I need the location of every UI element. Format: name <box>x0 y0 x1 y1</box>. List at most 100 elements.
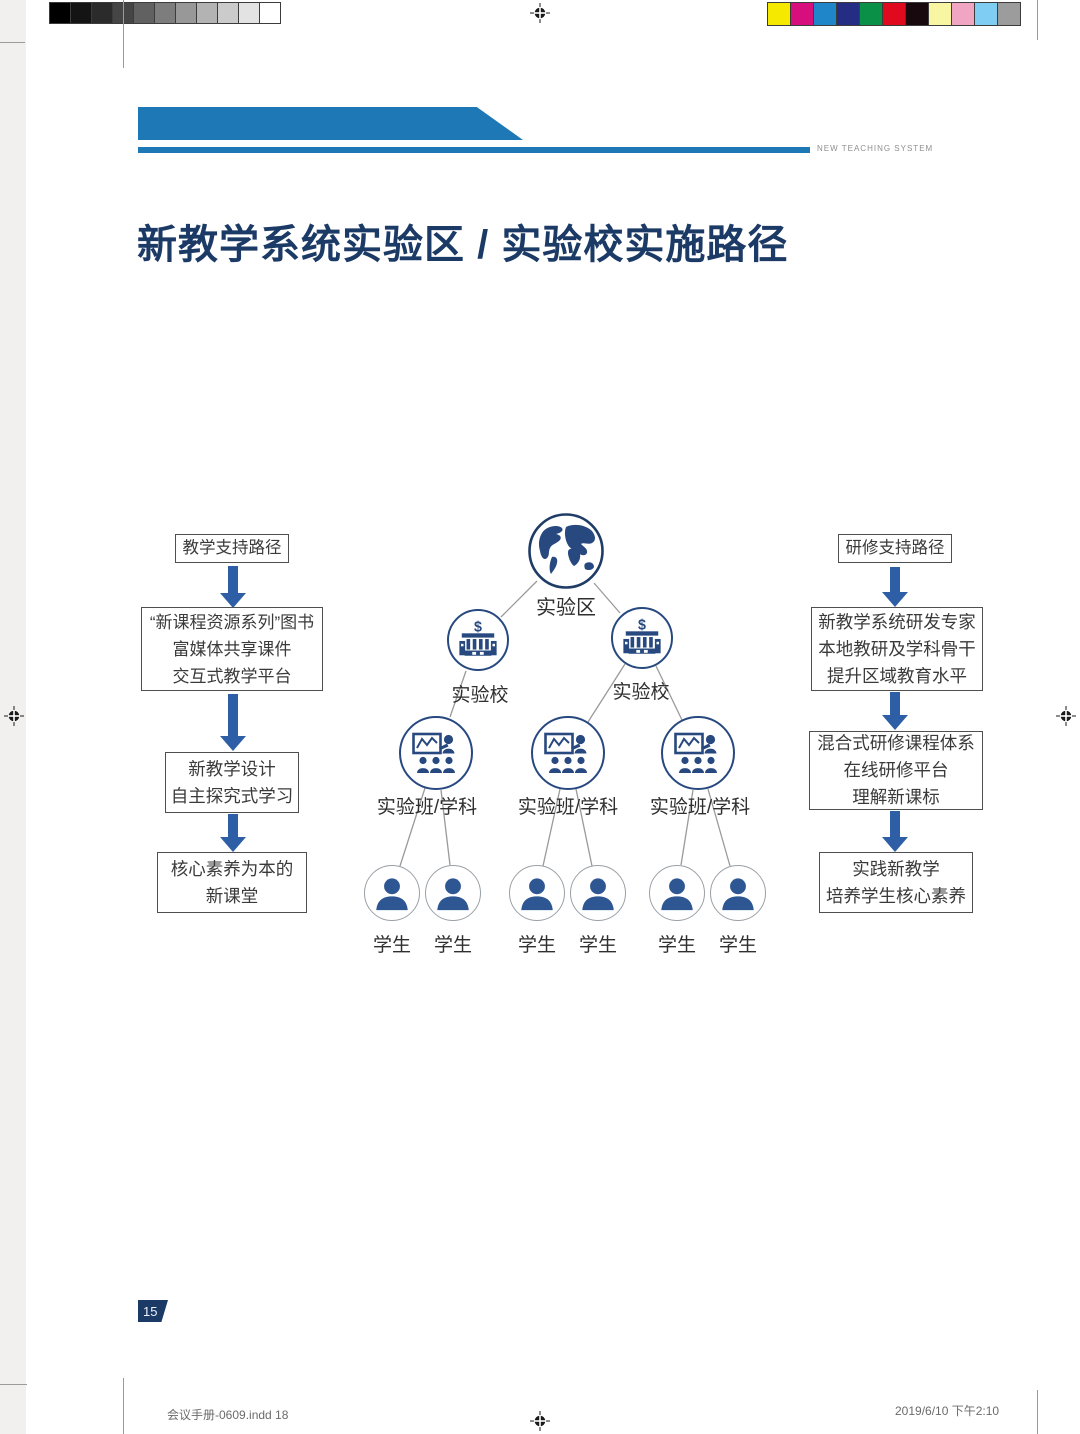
header-rule <box>138 147 810 153</box>
flow-box-line: 新课堂 <box>205 885 259 906</box>
flow-box-line: 富媒体共享课件 <box>172 639 292 659</box>
down-arrow-icon <box>882 692 908 730</box>
student-label: 学生 <box>718 935 757 956</box>
flow-box-line: 理解新课标 <box>852 787 940 807</box>
flow-box-line: 交互式教学平台 <box>172 666 292 686</box>
student-node <box>509 865 565 921</box>
registration-mark-icon <box>530 3 550 23</box>
color-swatch <box>859 2 883 26</box>
class-node <box>399 716 473 790</box>
classroom-icon <box>674 732 717 773</box>
flow-box: 实践新教学 培养学生核心素养 <box>819 852 973 913</box>
flow-box-line: 核心素养为本的 <box>170 858 294 879</box>
down-arrow-icon <box>882 811 908 852</box>
grayscale-swatch <box>49 2 71 24</box>
grayscale-swatch <box>133 2 155 24</box>
student-node <box>710 865 766 921</box>
grayscale-swatch <box>196 2 218 24</box>
registration-mark-icon <box>530 1411 550 1431</box>
color-swatch <box>928 2 952 26</box>
flow-box: “新课程资源系列”图书 富媒体共享课件 交互式教学平台 <box>141 607 323 691</box>
color-swatch <box>951 2 975 26</box>
school-icon: $ <box>459 619 497 656</box>
student-icon <box>376 878 408 911</box>
school-icon: $ <box>623 617 661 654</box>
grayscale-swatch <box>91 2 113 24</box>
flow-box-line: 教学支持路径 <box>182 539 282 557</box>
flow-box: 混合式研修课程体系 在线研修平台 理解新课标 <box>809 731 983 810</box>
flow-box-line: 新教学系统研发专家 <box>818 611 976 632</box>
flow-box: 新教学系统研发专家 本地教研及学科骨干 提升区域教育水平 <box>811 607 983 691</box>
svg-text:$: $ <box>474 619 482 635</box>
student-label: 学生 <box>517 935 556 956</box>
grayscale-calibration-bar <box>49 2 281 24</box>
flow-box-line: 本地教研及学科骨干 <box>818 638 976 659</box>
student-node <box>570 865 626 921</box>
class-label: 实验班/学科 <box>376 797 478 818</box>
school-node: $ <box>611 607 673 669</box>
footer-datetime: 2019/6/10 下午2:10 <box>895 1404 1000 1418</box>
student-icon <box>661 878 693 911</box>
classroom-icon <box>544 732 587 773</box>
color-swatch <box>997 2 1021 26</box>
grayscale-swatch <box>70 2 92 24</box>
student-label: 学生 <box>657 935 696 956</box>
flow-box-line: 在线研修平台 <box>843 760 949 780</box>
grayscale-swatch <box>238 2 260 24</box>
down-arrow-icon <box>220 694 246 751</box>
region-label: 实验区 <box>536 597 596 619</box>
student-label: 学生 <box>578 935 617 956</box>
color-calibration-bar <box>767 2 1021 26</box>
color-swatch <box>767 2 791 26</box>
flow-box-line: 研修支持路径 <box>845 539 945 557</box>
down-arrow-icon <box>220 814 246 852</box>
color-swatch <box>905 2 929 26</box>
school-label: 实验校 <box>451 685 509 706</box>
student-label: 学生 <box>372 935 411 956</box>
svg-text:$: $ <box>638 617 646 633</box>
class-node <box>661 716 735 790</box>
color-swatch <box>790 2 814 26</box>
grayscale-swatch <box>259 2 281 24</box>
crop-mark <box>0 42 25 43</box>
school-node: $ <box>447 609 509 671</box>
color-swatch <box>836 2 860 26</box>
grayscale-swatch <box>154 2 176 24</box>
header-banner <box>138 107 523 140</box>
flow-box: 新教学设计 自主探究式学习 <box>165 752 299 813</box>
registration-mark-icon <box>4 706 24 726</box>
page-number-badge: 15 <box>138 1300 168 1322</box>
flow-box-line: “新课程资源系列”图书 <box>149 612 315 632</box>
flow-box-line: 培养学生核心素养 <box>826 885 966 906</box>
crop-mark <box>123 1378 124 1434</box>
classroom-icon <box>412 732 455 773</box>
registration-mark-icon <box>1056 706 1076 726</box>
student-icon <box>521 878 553 911</box>
crop-mark <box>123 0 124 68</box>
flow-box: 研修支持路径 <box>838 534 952 563</box>
school-label: 实验校 <box>612 682 670 703</box>
down-arrow-icon <box>882 567 908 607</box>
crop-mark <box>1037 1390 1038 1434</box>
flow-box-line: 混合式研修课程体系 <box>817 733 975 753</box>
color-swatch <box>813 2 837 26</box>
class-node <box>531 716 605 790</box>
class-label: 实验班/学科 <box>517 797 619 818</box>
down-arrow-icon <box>220 566 246 608</box>
flow-box-line: 提升区域教育水平 <box>827 665 967 686</box>
student-label: 学生 <box>433 935 472 956</box>
student-node <box>649 865 705 921</box>
student-icon <box>582 878 614 911</box>
student-node <box>364 865 420 921</box>
flow-box: 核心素养为本的 新课堂 <box>157 852 307 913</box>
footer-file-info: 会议手册-0609.indd 18 <box>167 1408 289 1422</box>
color-swatch <box>882 2 906 26</box>
student-icon <box>437 878 469 911</box>
student-icon <box>722 878 754 911</box>
crop-mark <box>1037 0 1038 40</box>
flow-box-line: 自主探究式学习 <box>170 785 294 806</box>
grayscale-swatch <box>175 2 197 24</box>
page-title: 新教学系统实验区 / 实验校实施路径 <box>137 223 789 267</box>
flow-box-line: 新教学设计 <box>188 758 276 779</box>
